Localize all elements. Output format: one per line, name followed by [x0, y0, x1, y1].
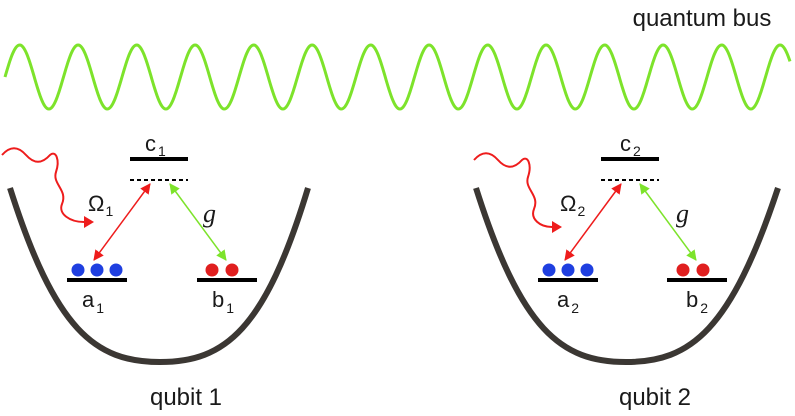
qubit-1-rabi-label: Ω1 — [88, 191, 113, 219]
qubit-1-atoms-b — [205, 263, 239, 277]
qubit-2-laser-photon — [473, 152, 553, 228]
qubit-2-atoms-a — [542, 263, 594, 277]
qubit-2-atom-a — [561, 263, 575, 277]
qubit-2-rabi-label: Ω2 — [560, 191, 585, 219]
qubit-1-coupling-arrow — [169, 183, 227, 261]
qubit-2-potential-well — [473, 187, 781, 366]
qubit-1-atom-b — [205, 263, 219, 277]
qubit-1-potential-well — [7, 187, 311, 366]
qubit-1-atoms-a — [71, 263, 123, 277]
qubit-1-rabi-arrow — [93, 183, 151, 261]
qubit-1-atom-a — [90, 263, 104, 277]
qubit-1-laser-arrowhead — [84, 216, 94, 228]
qubit-1-laser-photon — [1, 147, 85, 223]
qubit-2-atoms-b — [676, 263, 710, 277]
qubit-2-rabi-arrow — [564, 183, 622, 261]
qubit-2-atom-a — [580, 263, 594, 277]
qubit-2-atom-b — [696, 263, 710, 277]
qubit-2-laser-arrowhead — [552, 221, 562, 233]
quantum-bus-label: quantum bus — [633, 5, 772, 32]
qubit-1-atom-b — [225, 263, 239, 277]
qubit-2-atom-b — [676, 263, 690, 277]
qubit-1-atom-a — [71, 263, 85, 277]
qubit-2-coupling-label: g — [676, 199, 689, 228]
qubit-2-label: qubit 2 — [619, 384, 691, 411]
qubit-1-coupling-label: g — [203, 199, 216, 228]
quantum-bus-wave — [3, 43, 792, 111]
qubit-2-atom-a — [542, 263, 556, 277]
qubit-1-atom-a — [109, 263, 123, 277]
qubit-1-label: qubit 1 — [150, 384, 222, 411]
qubit-2-coupling-arrow — [639, 183, 697, 261]
